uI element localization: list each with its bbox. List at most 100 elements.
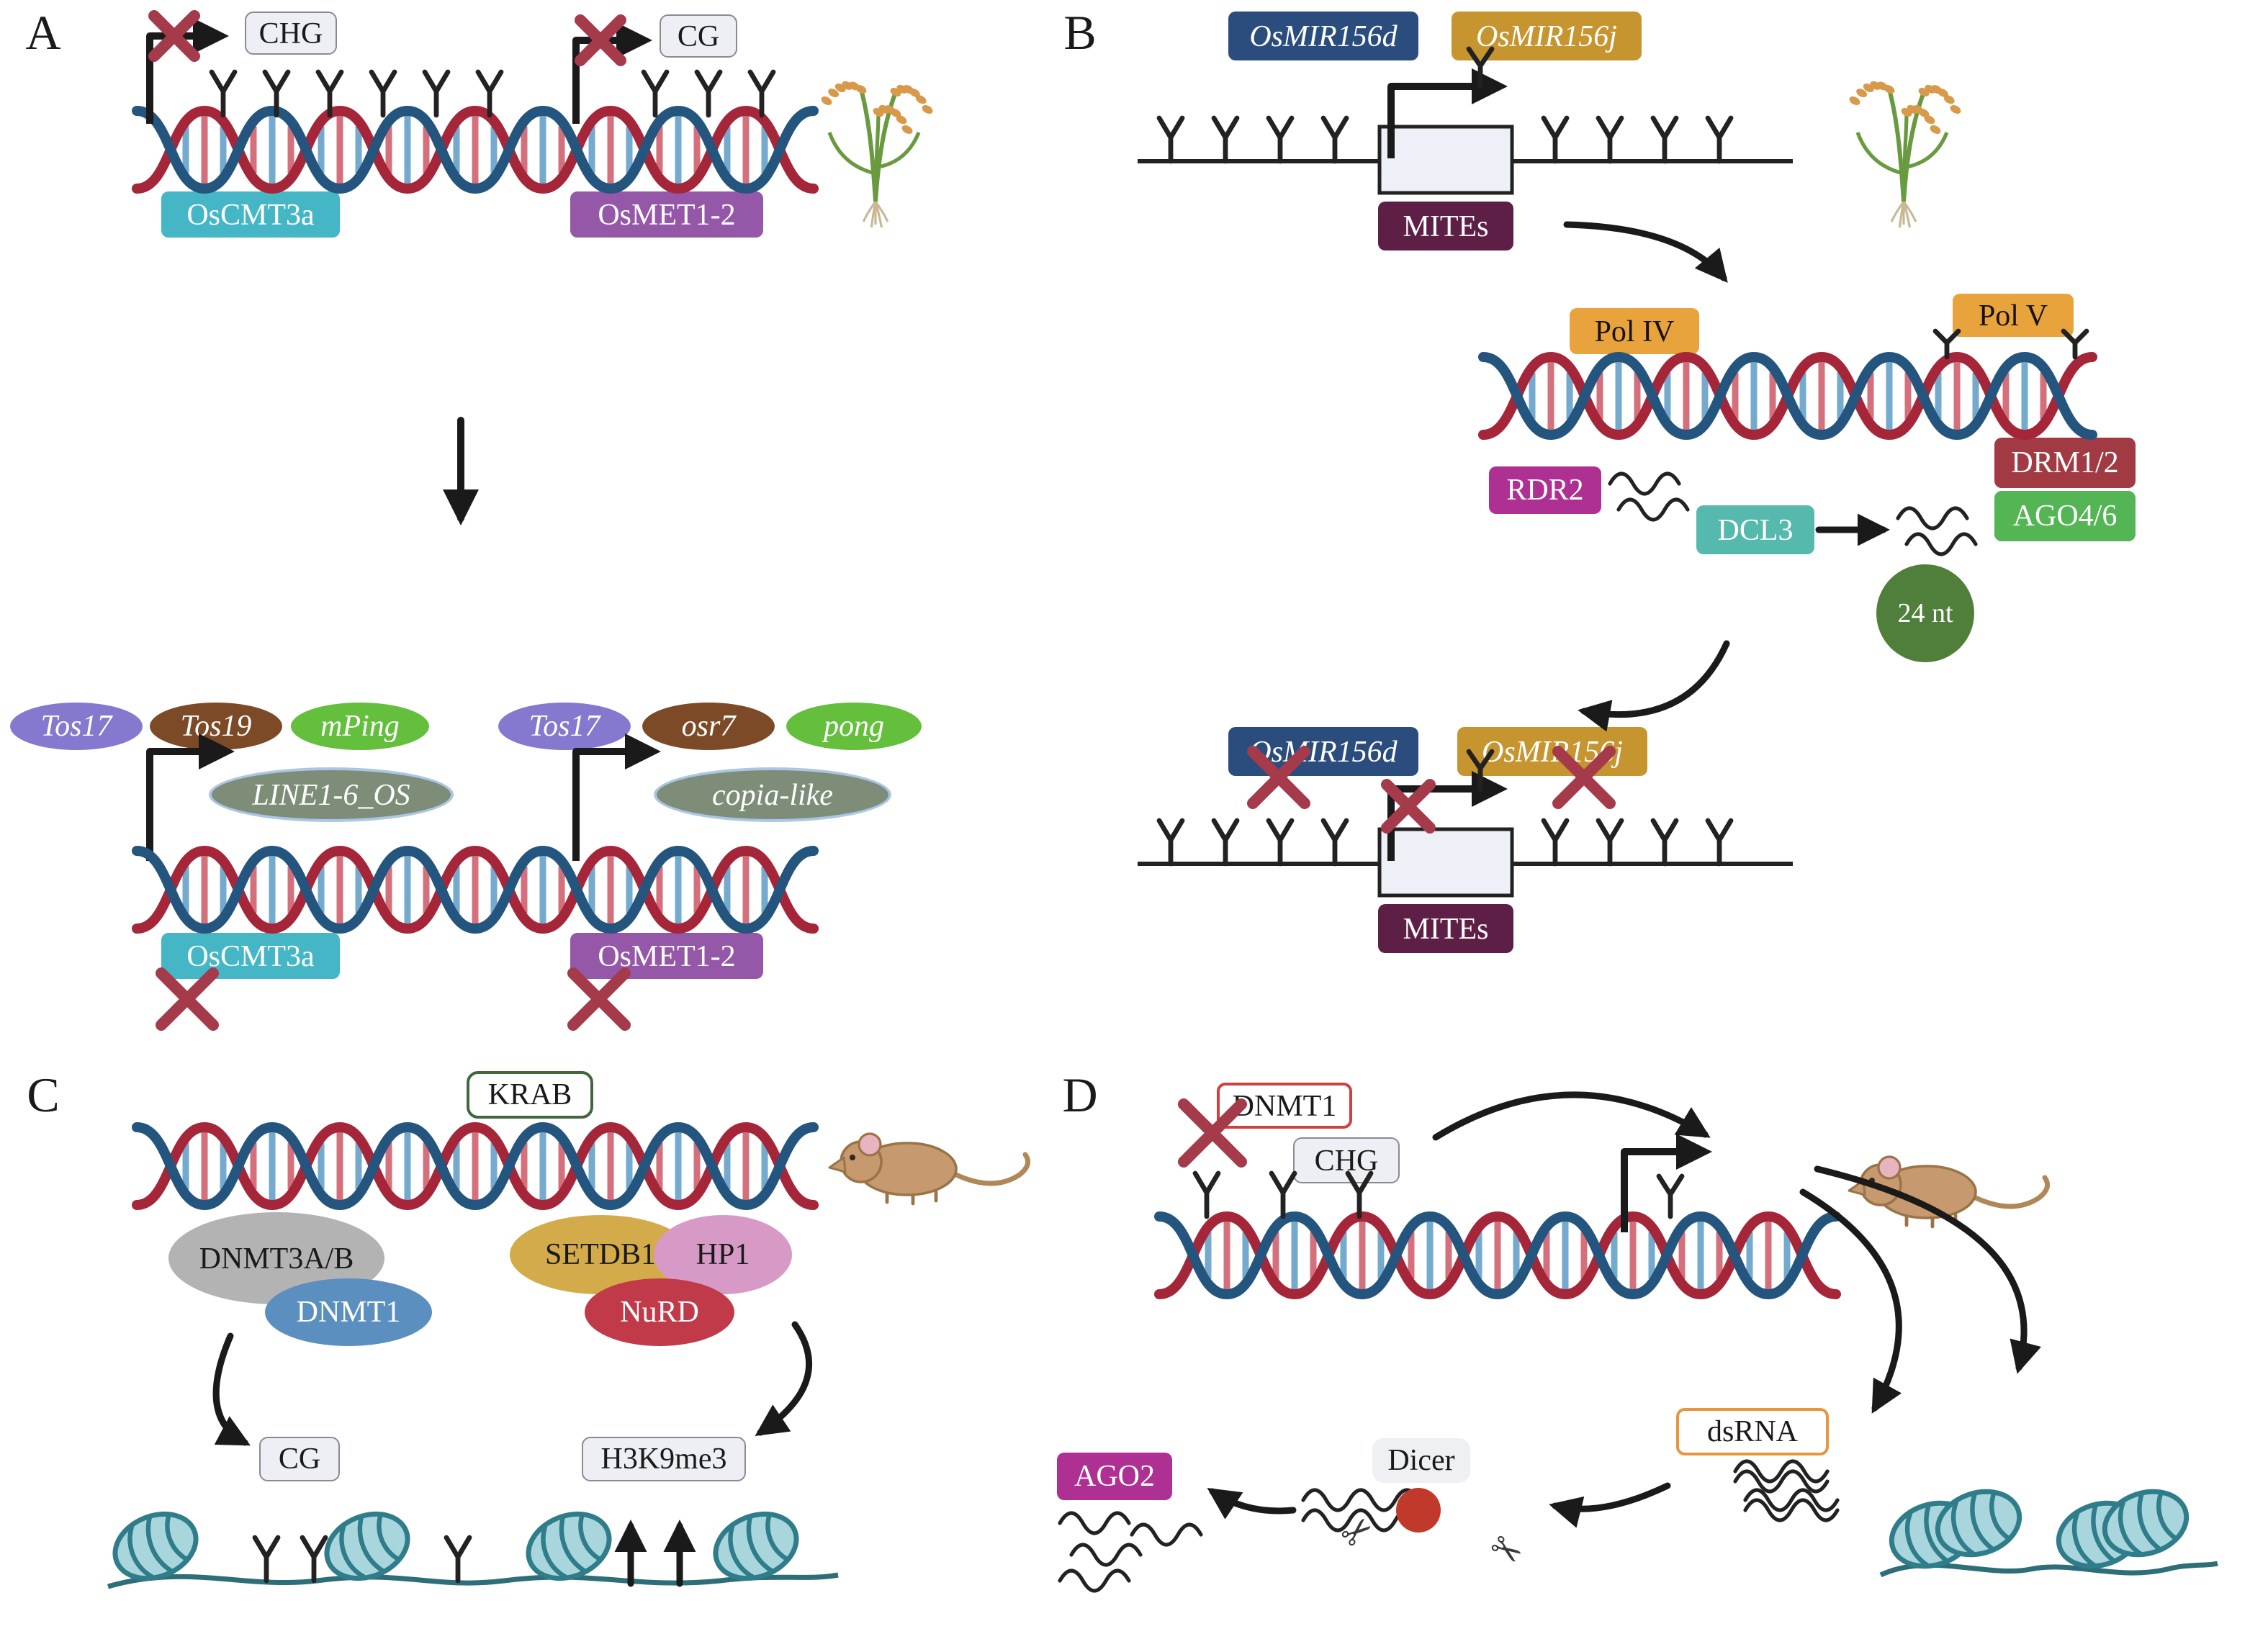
svg-text:✂: ✂ <box>1481 1525 1530 1577</box>
dicer-enzyme-icon <box>1396 1488 1441 1533</box>
dsrna-squiggle-icon <box>1733 1469 1830 1494</box>
arrow <box>1799 1188 1902 1414</box>
dsrna-label: dsRNA <box>1676 1408 1829 1455</box>
methylation-mark-icon <box>694 69 723 118</box>
nucleosome-icon <box>713 1511 799 1581</box>
mites-label-bottom: MITEs <box>1378 904 1513 953</box>
arrow <box>212 1332 251 1446</box>
rna-squiggle-icon <box>1616 497 1690 522</box>
dsrna-squiggle-icon <box>1743 1488 1840 1512</box>
arrow <box>1207 1488 1297 1520</box>
methylation-mark-icon <box>1650 818 1679 867</box>
methylation-mark-icon <box>1266 115 1295 164</box>
chg-context-label-a: CHG <box>245 12 337 55</box>
ago4-6-label: AGO4/6 <box>1994 491 2136 541</box>
gene-box <box>1377 827 1514 898</box>
nucleosome-icon <box>2056 1500 2143 1569</box>
methylation-mark-icon <box>1269 1170 1297 1219</box>
gene-box <box>1377 125 1514 195</box>
panel-b-label: B <box>1063 7 1097 60</box>
transposon-tos17-oval-1: Tos17 <box>10 703 143 750</box>
methylation-mark-icon <box>641 69 670 118</box>
chromatin-line <box>107 1572 839 1589</box>
rna-squiggle-icon <box>1130 1522 1203 1547</box>
methylation-mark-icon <box>475 69 504 118</box>
dna-helix <box>132 105 819 194</box>
methylation-mark-icon <box>1596 115 1624 164</box>
rna-squiggle-icon <box>1301 1508 1421 1533</box>
nucleosome-icon <box>2102 1489 2190 1558</box>
osmir156d-label-top: OsMIR156d <box>1228 12 1418 60</box>
nucleosome-icon <box>1889 1500 1976 1569</box>
osmir156j-label-top: OsMIR156j <box>1452 12 1642 60</box>
arrow <box>755 1321 813 1437</box>
dna-helix <box>132 845 819 934</box>
arrow <box>1432 1091 1711 1141</box>
panel-c-label: C <box>27 1070 60 1123</box>
cg-context-label-c: CG <box>259 1437 340 1481</box>
dicer-label: Dicer <box>1372 1438 1470 1483</box>
methylation-mark-icon <box>1211 115 1240 164</box>
methylation-mark-icon <box>1156 115 1185 164</box>
promoter-arrow-icon <box>572 734 661 861</box>
promoter-arrow-icon <box>1621 1134 1712 1232</box>
methylation-mark-icon <box>1156 818 1185 867</box>
transposon-pong-oval: pong <box>786 703 922 750</box>
methylation-mark-icon <box>209 69 238 118</box>
methylation-mark-icon <box>1705 115 1734 164</box>
setdb1-ellipse: SETDB1 <box>510 1215 691 1294</box>
red-x-icon <box>148 10 200 62</box>
osmir156d-label-bottom: OsMIR156d <box>1228 727 1418 776</box>
methylation-mark-icon <box>369 69 397 118</box>
methylation-mark-icon <box>262 69 291 118</box>
mouse-icon <box>1848 1155 2051 1229</box>
rna-squiggle-icon <box>1904 532 1978 556</box>
rdr2-label: RDR2 <box>1489 466 1601 514</box>
rna-squiggle-icon <box>1058 1568 1131 1593</box>
transposon-line1-6-os-oval: LINE1-6_OS <box>209 767 454 822</box>
methylation-mark-icon <box>1192 1170 1221 1219</box>
nucleosome-icon <box>112 1511 199 1581</box>
panel-a-label: A <box>25 7 61 60</box>
dsrna-squiggle-icon <box>1743 1498 1840 1522</box>
arrow <box>1814 1165 2041 1374</box>
nucleosome-icon <box>526 1511 612 1581</box>
methylation-mark-icon <box>1266 818 1295 867</box>
transposon-osr7-oval: osr7 <box>642 703 775 750</box>
red-x-icon <box>1381 779 1436 834</box>
panel-d-label: D <box>1062 1070 1098 1123</box>
dnmt1-ellipse: DNMT1 <box>265 1278 432 1346</box>
nurd-ellipse: NuRD <box>585 1278 734 1346</box>
dna-helix <box>1478 351 2097 441</box>
oscmt3a-label-bottom: OsCMT3a <box>161 933 340 979</box>
osmir156j-label-bottom: OsMIR156j <box>1457 727 1647 776</box>
osmet1-2-label-top: OsMET1-2 <box>570 191 763 238</box>
mouse-icon <box>828 1132 1031 1206</box>
methylation-mark-icon <box>1541 818 1570 867</box>
chg-context-label-d: CHG <box>1293 1137 1400 1183</box>
rna-squiggle-icon <box>1058 1511 1131 1535</box>
mites-label-top: MITEs <box>1378 202 1513 250</box>
methylation-mark-icon <box>1650 115 1679 164</box>
scissors-icon: ✂ <box>1333 1507 1383 1559</box>
dnmt1-label-d: DNMT1 <box>1217 1083 1352 1129</box>
sirna-24nt-circle: 24 nt <box>1876 564 1974 662</box>
methylation-mark-icon <box>300 1535 328 1584</box>
drm1-2-label: DRM1/2 <box>1994 438 2136 488</box>
pol-iv-label: Pol IV <box>1570 308 1699 354</box>
methylation-mark-icon <box>1320 818 1349 867</box>
promoter-arrow-icon <box>146 734 235 861</box>
red-x-icon <box>156 967 219 1031</box>
methylation-mark-icon <box>422 69 451 118</box>
promoter-arrow-icon <box>146 18 229 124</box>
methylation-mark-icon <box>444 1535 472 1584</box>
krab-label: KRAB <box>467 1071 593 1119</box>
methylation-mark-icon <box>747 69 776 118</box>
dsrna-squiggle-icon <box>1733 1459 1830 1484</box>
methylation-mark-icon <box>1211 818 1240 867</box>
transposon-copia-like-oval: copia-like <box>654 767 891 822</box>
h3k9me3-label: H3K9me3 <box>582 1437 746 1481</box>
oscmt3a-label-top: OsCMT3a <box>161 191 340 238</box>
methylation-mark-icon <box>1705 818 1734 867</box>
